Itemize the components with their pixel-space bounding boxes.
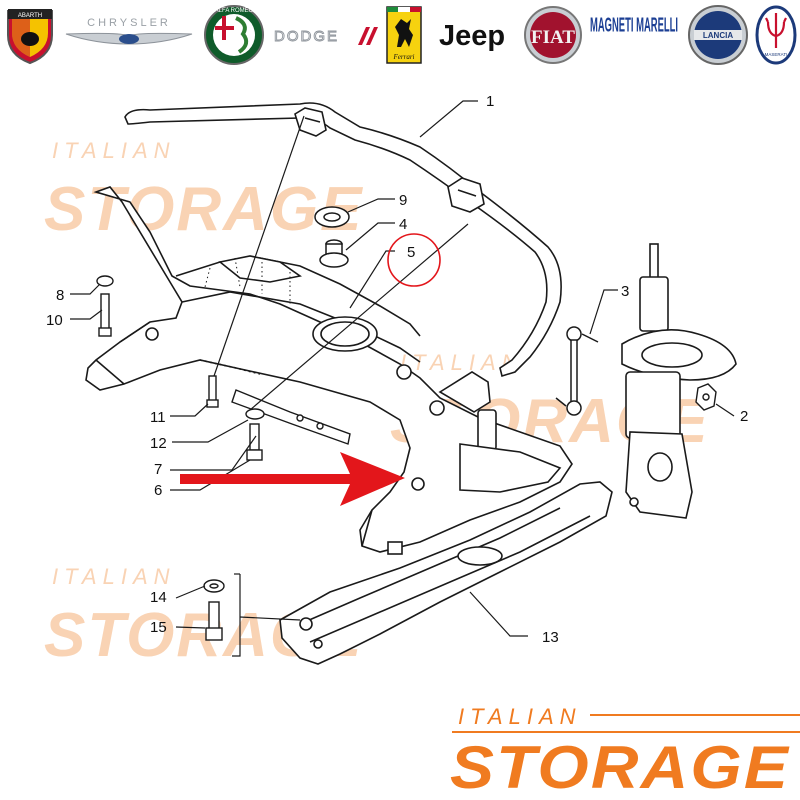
watermark-brand-small: ITALIAN bbox=[458, 704, 582, 729]
leader-lines bbox=[70, 100, 735, 657]
nut bbox=[695, 383, 717, 411]
watermark-small-text: ITALIAN bbox=[52, 138, 176, 163]
abarth-wordmark: ABARTH bbox=[18, 13, 42, 19]
fiat-badge-icon: FIAT bbox=[524, 6, 582, 64]
callout-11: 11 bbox=[150, 409, 166, 426]
maserati-wordmark: MASERATI bbox=[765, 52, 788, 57]
callout-13: 13 bbox=[542, 629, 559, 646]
callout-numbers: 1 2 3 4 5 6 7 8 9 10 11 12 13 14 15 bbox=[46, 93, 748, 646]
reinforcement-plate bbox=[231, 389, 351, 445]
callout-10: 10 bbox=[46, 312, 63, 329]
dodge-stripes-icon: DODGE bbox=[274, 27, 378, 45]
callout-1: 1 bbox=[486, 93, 494, 110]
dodge-wordmark: DODGE bbox=[274, 28, 339, 45]
watermark-faint-top: ITALIAN STORAGE bbox=[44, 138, 363, 244]
bolt-with-washer bbox=[96, 275, 114, 337]
maserati-logo: MASERATI bbox=[754, 4, 798, 66]
callout-8: 8 bbox=[56, 287, 64, 304]
abarth-shield-icon: ABARTH bbox=[7, 9, 53, 65]
stabilizer-bar bbox=[124, 102, 562, 378]
magneti-marelli-wordmark-icon: MAGNETI MARELLI bbox=[590, 13, 678, 36]
ferrari-logo: Ferrari bbox=[384, 4, 424, 66]
washer-and-bolt-lower bbox=[203, 579, 225, 641]
maserati-trident-icon: MASERATI bbox=[755, 5, 797, 65]
callout-3: 3 bbox=[621, 283, 629, 300]
dodge-logo: DODGE bbox=[270, 4, 380, 66]
bolt bbox=[206, 375, 219, 408]
alfa-romeo-logo: ALFA ROMEO bbox=[202, 4, 266, 66]
red-arrow-icon bbox=[180, 452, 405, 506]
front-subframe bbox=[85, 186, 573, 555]
brand-logo-bar: ABARTH CHRYSLER ALFA ROMEO DODGE bbox=[0, 0, 800, 72]
watermark-small-text: ITALIAN bbox=[52, 564, 176, 589]
magneti-marelli-logo: MAGNETI MARELLI bbox=[588, 4, 680, 66]
alfa-romeo-wordmark: ALFA ROMEO bbox=[215, 8, 254, 14]
jeep-wordmark-icon: Jeep bbox=[439, 20, 505, 52]
stabilizer-link bbox=[555, 326, 599, 416]
ferrari-horse-icon: Ferrari bbox=[386, 6, 422, 64]
callout-2: 2 bbox=[740, 408, 748, 425]
washer-and-bolt bbox=[245, 408, 265, 461]
washer bbox=[314, 206, 350, 228]
chrysler-logo: CHRYSLER bbox=[62, 4, 196, 66]
highlight-circle bbox=[387, 233, 441, 287]
watermark-big-text: STORAGE bbox=[44, 175, 363, 244]
jeep-wordmark: Jeep bbox=[439, 20, 505, 52]
callout-4: 4 bbox=[399, 216, 407, 233]
lancia-logo: LANCIA bbox=[686, 4, 750, 66]
front-subframe-exploded-diagram: ITALIAN STORAGE ITALIAN STORAGE ITALIAN … bbox=[44, 93, 800, 800]
watermark-brand: ITALIAN STORAGE bbox=[450, 704, 800, 800]
callout-5: 5 bbox=[407, 244, 415, 261]
chrysler-wings-icon: CHRYSLER bbox=[65, 17, 193, 45]
alfa-romeo-badge-icon: ALFA ROMEO bbox=[204, 5, 264, 65]
chrysler-wordmark: CHRYSLER bbox=[87, 17, 171, 29]
watermark-brand-big: STORAGE bbox=[450, 734, 790, 800]
ferrari-wordmark: Ferrari bbox=[393, 53, 415, 61]
fiat-wordmark: FIAT bbox=[531, 27, 575, 48]
callout-12: 12 bbox=[150, 435, 167, 452]
jeep-logo: Jeep bbox=[428, 4, 516, 66]
fiat-logo: FIAT bbox=[522, 4, 584, 66]
callout-7: 7 bbox=[154, 461, 162, 478]
callout-6: 6 bbox=[154, 482, 162, 499]
callout-15: 15 bbox=[150, 619, 167, 636]
lower-crossmember bbox=[279, 481, 613, 665]
abarth-logo: ABARTH bbox=[2, 4, 58, 66]
callout-9: 9 bbox=[399, 192, 407, 209]
bushing bbox=[319, 239, 349, 268]
suspension-strut bbox=[621, 243, 737, 519]
callout-14: 14 bbox=[150, 589, 167, 606]
magneti-marelli-wordmark: MAGNETI MARELLI bbox=[590, 13, 678, 36]
lancia-wordmark: LANCIA bbox=[703, 31, 733, 40]
lancia-badge-icon: LANCIA bbox=[688, 5, 748, 65]
